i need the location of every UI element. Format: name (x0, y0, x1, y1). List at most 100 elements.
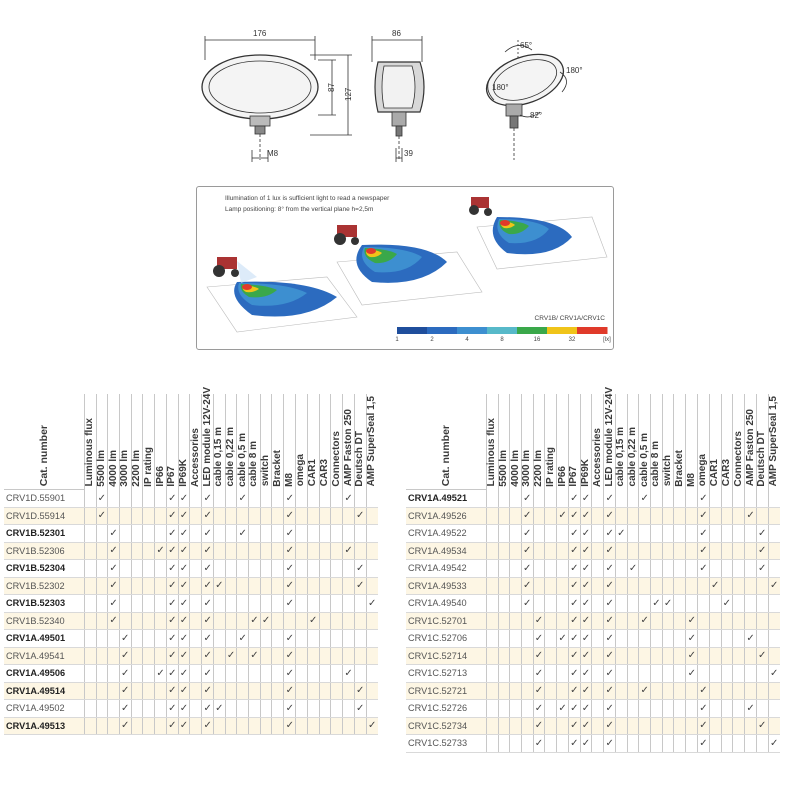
spec-cell (755, 664, 769, 683)
check-mark-icon: ✓ (532, 647, 545, 665)
check-mark-icon: ✓ (201, 542, 214, 560)
cat-number-cell: CRV1A.49513 (4, 717, 84, 735)
column-header: IP67 (165, 394, 179, 490)
spec-cell (306, 664, 319, 683)
spec-cell (661, 542, 674, 560)
spec-cell (767, 629, 780, 648)
spec-cell (650, 577, 663, 595)
column-header: cable 0,5 m (638, 394, 651, 490)
spec-cell (236, 717, 249, 735)
check-mark-icon: ✓ (532, 664, 545, 683)
spec-cell (485, 647, 498, 665)
spec-cell (318, 612, 331, 630)
cat-number-cell: CRV1B.52304 (4, 559, 84, 578)
spec-cell (755, 577, 769, 595)
spec-cell (556, 682, 569, 700)
spec-cell (638, 559, 651, 578)
table-row: CRV1A.49514✓✓✓✓✓✓ (4, 682, 378, 700)
check-mark-icon: ✓ (532, 629, 545, 648)
spec-cell (295, 629, 308, 648)
check-mark-icon: ✓ (165, 594, 179, 613)
spec-cell (154, 629, 167, 648)
table-row: CRV1A.49521✓✓✓✓✓✓ (406, 489, 780, 508)
spec-cell (365, 664, 378, 683)
column-header: Luminous flux (83, 394, 96, 490)
check-mark-icon: ✓ (259, 612, 272, 630)
column-header-label: IP66 (154, 465, 166, 487)
check-mark-icon: ✓ (567, 577, 581, 595)
spec-cell (650, 629, 663, 648)
spec-cell (213, 524, 226, 543)
spec-cell (154, 524, 167, 543)
column-header-label: CAR3 (720, 459, 732, 487)
spec-cell (130, 682, 143, 700)
spec-cell (509, 734, 522, 753)
spec-cell (295, 577, 308, 595)
spec-cell (544, 577, 557, 595)
check-mark-icon: ✓ (685, 612, 698, 630)
spec-cell (365, 647, 378, 665)
cat-number-cell: CRV1C.52721 (406, 682, 486, 700)
spec-cell (259, 629, 272, 648)
check-mark-icon: ✓ (697, 507, 710, 525)
spec-cell (767, 647, 780, 665)
spec-cell (130, 524, 143, 543)
spec-cell (685, 682, 698, 700)
spec-cell (271, 717, 284, 735)
spec-cell (720, 682, 733, 700)
check-mark-icon: ✓ (755, 717, 769, 735)
spec-cell (342, 699, 355, 718)
check-mark-icon: ✓ (532, 612, 545, 630)
check-mark-icon: ✓ (638, 489, 651, 508)
spec-cell (189, 664, 202, 683)
spec-cell (708, 647, 721, 665)
spec-cell (259, 559, 272, 578)
check-mark-icon: ✓ (579, 507, 592, 525)
spec-cell (591, 489, 604, 508)
column-header: Cat. number (4, 394, 84, 490)
spec-cell (720, 717, 733, 735)
cat-number-cell: CRV1A.49514 (4, 682, 84, 700)
check-mark-icon: ✓ (579, 734, 592, 753)
spec-cell (591, 629, 604, 648)
spec-cell (107, 647, 120, 665)
spec-cell (118, 524, 132, 543)
spec-cell (213, 612, 226, 630)
spec-cell (130, 542, 143, 560)
spec-cell (661, 699, 674, 718)
spec-cell (697, 594, 710, 613)
spec-cell (189, 577, 202, 595)
check-mark-icon: ✓ (556, 699, 569, 718)
spec-cell (213, 507, 226, 525)
check-mark-icon: ✓ (177, 577, 190, 595)
spec-cell (306, 507, 319, 525)
spec-cell (95, 699, 108, 718)
check-mark-icon: ✓ (697, 717, 710, 735)
spec-cell (365, 524, 378, 543)
check-mark-icon: ✓ (532, 717, 545, 735)
column-header: Accessories (189, 394, 202, 490)
check-mark-icon: ✓ (579, 577, 592, 595)
cat-number-cell: CRV1A.49526 (406, 507, 486, 525)
illumination-note: Illumination of 1 lux is sufficient ligh… (225, 195, 390, 202)
check-mark-icon: ✓ (342, 542, 355, 560)
spec-cell (318, 524, 331, 543)
spec-cell (295, 594, 308, 613)
column-header-label: 4000 lm (107, 449, 119, 487)
spec-cell (732, 594, 745, 613)
spec-cell (591, 717, 604, 735)
spec-cell (189, 612, 202, 630)
spec-cell (248, 559, 261, 578)
column-header-label: Deutsch DT (354, 430, 366, 487)
column-header-label: Bracket (673, 449, 685, 487)
spec-cell (509, 594, 522, 613)
column-header: Accessories (591, 394, 604, 490)
spec-cell (708, 594, 721, 613)
spec-cell (154, 489, 167, 508)
check-mark-icon: ✓ (567, 489, 581, 508)
spec-cell (626, 542, 639, 560)
check-mark-icon: ✓ (353, 507, 367, 525)
spec-cell (365, 612, 378, 630)
check-mark-icon: ✓ (236, 524, 249, 543)
check-mark-icon: ✓ (697, 489, 710, 508)
